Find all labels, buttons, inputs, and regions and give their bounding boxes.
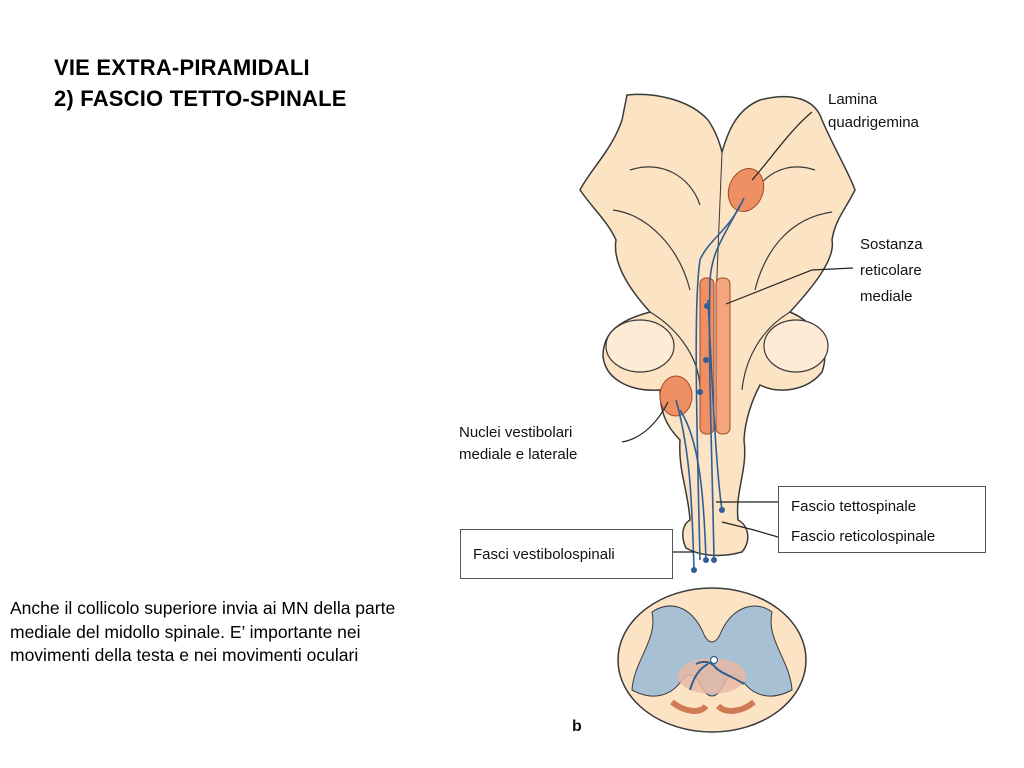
label-line: Lamina [828, 91, 878, 108]
title-line-2: 2) FASCIO TETTO-SPINALE [54, 86, 347, 111]
cerebellar-peduncle-contour [612, 209, 691, 291]
vestibulospinal-fibre [675, 399, 695, 571]
label-fasci-vestibolospinali: Fasci vestibolospinali [460, 529, 673, 579]
fibre-dot [703, 357, 709, 363]
reticular-column-right [715, 277, 731, 435]
colliculus-contour [629, 166, 701, 206]
label-box-fasci-destra: Fascio tettospinale Fascio reticolospina… [778, 486, 986, 553]
fibre-dot [711, 557, 717, 563]
ventromedial-region [678, 658, 746, 694]
reticular-column-left [699, 277, 715, 435]
slide-title: VIE EXTRA-PIRAMIDALI 2) FASCIO TETTO-SPI… [54, 52, 347, 114]
inferior-olive-left [605, 319, 675, 373]
leader-nuclei [621, 401, 669, 443]
leader-lamina [751, 111, 813, 181]
label-line: mediale [860, 288, 913, 305]
pathway-fibres [675, 197, 745, 571]
fibre-dot [704, 303, 710, 309]
title-line-1: VIE EXTRA-PIRAMIDALI [54, 55, 310, 80]
inferior-olive-right [763, 319, 829, 373]
label-sostanza-reticolare: Sostanza reticolare mediale [860, 232, 923, 310]
label-line: Sostanza [860, 236, 923, 253]
spinal-fibre [689, 663, 709, 691]
label-nuclei-vestibolari: Nuclei vestibolari mediale e laterale [459, 422, 577, 466]
label-fascio-tettospinale: Fascio tettospinale [791, 498, 917, 515]
fibre-dot [691, 567, 697, 573]
label-line: mediale e laterale [459, 446, 578, 463]
label-lamina-quadrigemina: Lamina quadrigemina [828, 88, 919, 134]
ventral-horn-left [670, 699, 709, 714]
spinal-fibre [695, 660, 745, 685]
reticulospinal-fibre [707, 299, 723, 511]
ventral-horn-right [715, 699, 756, 714]
label-line: Fasci vestibolospinali [473, 546, 615, 563]
label-line: Nuclei vestibolari [459, 424, 573, 441]
fibre-dot [697, 389, 703, 395]
leader-reticolospinale [721, 521, 779, 538]
leader-lines [621, 111, 854, 553]
spinal-fibres [689, 660, 745, 691]
label-line: reticolare [860, 262, 922, 279]
pons-contour [741, 311, 791, 391]
label-line: quadrigemina [828, 114, 919, 131]
leader-sostanza [725, 267, 854, 305]
fibre-terminals [691, 303, 725, 573]
pons-contour [649, 311, 701, 391]
central-canal [709, 655, 719, 665]
lamina-quadrigemina-nucleus [727, 168, 765, 212]
vestibulospinal-fibre [679, 409, 707, 561]
panel-letter: b [572, 718, 582, 735]
fibre-dot [719, 507, 725, 513]
fibre-dot [703, 557, 709, 563]
vestibular-nuclei [659, 375, 693, 417]
cerebellar-peduncle-contour [754, 211, 833, 291]
label-fascio-reticolospinale: Fascio reticolospinale [791, 528, 936, 545]
caption-text: Anche il collicolo superiore invia ai MN… [10, 598, 396, 665]
